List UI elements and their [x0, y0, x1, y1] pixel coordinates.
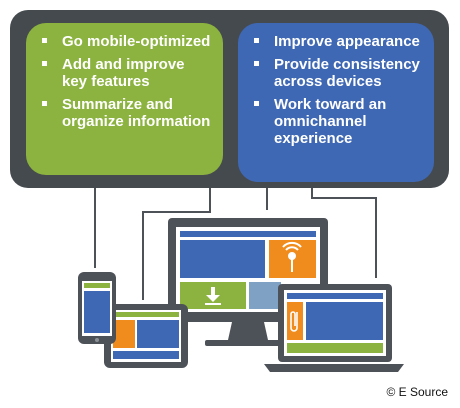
bullet-icon: [42, 61, 47, 66]
bullet-icon: [254, 38, 259, 43]
consistency-goals-box: Improve appearance Provide consistency a…: [238, 23, 434, 182]
list-item-text: Add and improve key features: [62, 56, 185, 90]
bullet-icon: [42, 38, 47, 43]
copyright-text: © E Source: [386, 385, 448, 399]
list-item: Go mobile-optimized: [40, 33, 213, 50]
bullet-icon: [254, 101, 259, 106]
connector-laptop: [311, 188, 377, 278]
list-item-text: Work toward an omnichannel experience: [274, 96, 387, 147]
list-item-text: Go mobile-optimized: [62, 33, 211, 50]
laptop-icon: [264, 284, 404, 372]
list-item-text: Summarize and organize information: [62, 96, 211, 130]
bullet-icon: [42, 101, 47, 106]
paperclip-icon: [290, 311, 298, 332]
list-item: Summarize and organize information: [40, 96, 213, 130]
top-panel: Go mobile-optimized Add and improve key …: [10, 10, 449, 188]
consistency-goals-list: Improve appearance Provide consistency a…: [252, 33, 424, 147]
connector-tablet: [142, 188, 211, 300]
list-item-text: Improve appearance: [274, 33, 420, 50]
phone-icon: [78, 272, 116, 344]
download-icon: [205, 287, 221, 305]
list-item: Improve appearance: [252, 33, 424, 50]
mobile-goals-list: Go mobile-optimized Add and improve key …: [40, 33, 213, 130]
broadcast-icon: [282, 241, 302, 272]
connector-lines: [94, 188, 377, 300]
bullet-icon: [254, 61, 259, 66]
list-item: Provide consistency across devices: [252, 56, 424, 90]
tablet-icon: [104, 304, 188, 368]
list-item: Work toward an omnichannel experience: [252, 96, 424, 147]
mobile-goals-box: Go mobile-optimized Add and improve key …: [26, 23, 223, 175]
list-item-text: Provide consistency across devices: [274, 56, 420, 90]
list-item: Add and improve key features: [40, 56, 213, 90]
